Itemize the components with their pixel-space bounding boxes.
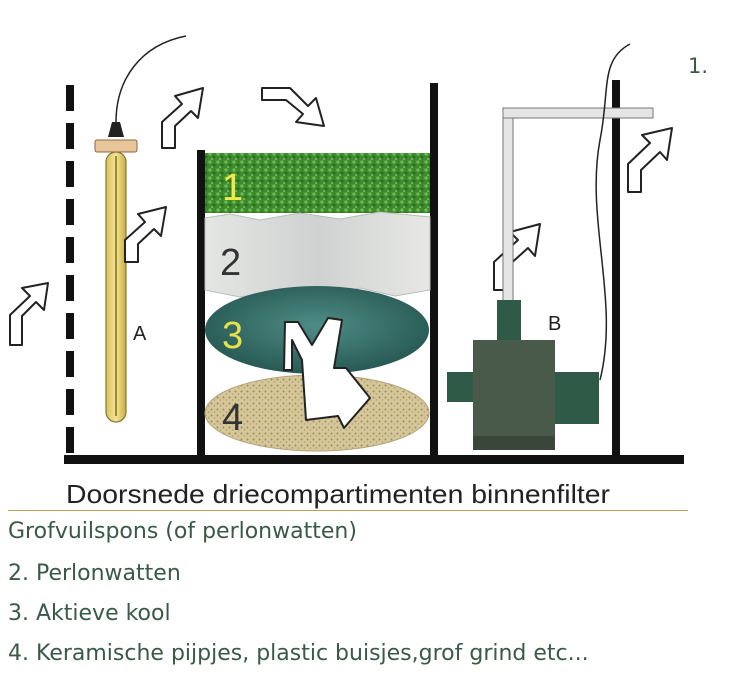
diagram-caption: Doorsnede driecompartimenten binnenfilte…: [66, 479, 610, 509]
legend-item-3: 3. Aktieve kool: [8, 601, 171, 626]
layer-number-2: 2: [220, 242, 241, 284]
tank-bottom: [64, 455, 684, 464]
out-arrow-icon: [161, 87, 204, 149]
layer-3-carbon: [205, 286, 429, 374]
legend-corner-number: 1.: [688, 54, 709, 78]
inflow-arrow-icon: [9, 282, 49, 346]
heater-label-a: A: [133, 323, 147, 345]
flow-through-arrow-icon: [283, 317, 371, 429]
legend-item-2: 2. Perlonwatten: [8, 561, 181, 586]
pump-out-arrow-icon: [493, 223, 541, 291]
legend-item-4: 4. Keramische pijpjes, plastic buisjes,g…: [8, 641, 589, 666]
filter-diagram: 1 2 3 4 A B Doorsnede driecompartimenten…: [9, 35, 684, 509]
layer-1-sponge: [205, 153, 430, 213]
layer-number-3: 3: [222, 315, 243, 357]
caption-divider: [8, 510, 688, 511]
layer-number-4: 4: [222, 397, 243, 439]
up-arrow-icon: [124, 206, 167, 263]
pump-icon: [447, 43, 654, 450]
legend-item-1: Grofvuilspons (of perlonwatten): [8, 519, 357, 544]
tank-right-wall: [612, 80, 620, 460]
return-arrow-icon: [627, 127, 673, 193]
inner-wall-right: [430, 83, 438, 460]
down-arrow-icon: [261, 87, 325, 127]
pump-label-b: B: [548, 313, 561, 335]
inner-wall-left: [197, 150, 205, 460]
heater-icon: [94, 35, 187, 423]
layer-number-1: 1: [222, 167, 243, 209]
